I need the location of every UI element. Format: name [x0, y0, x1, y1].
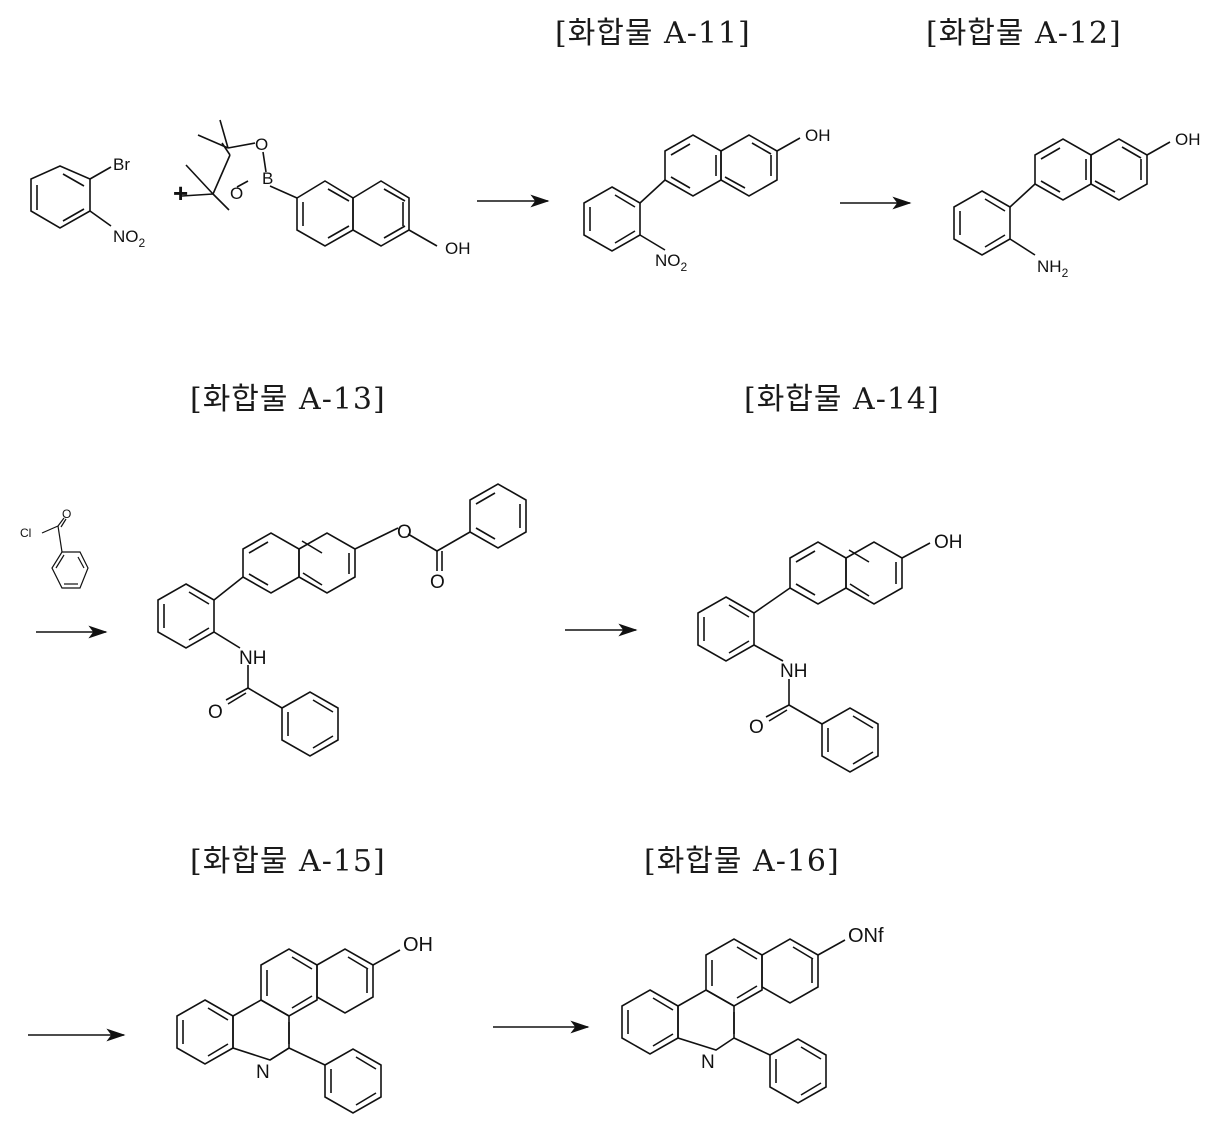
atom-n-a15: N	[256, 1062, 270, 1083]
compound-label-a12: [화합물 A-12]	[926, 16, 1122, 51]
compound-label-a14: [화합물 A-14]	[744, 382, 940, 417]
bromonitrobenzene-structure	[30, 165, 112, 229]
compound-a11-structure	[583, 134, 801, 252]
atom-n-a16: N	[701, 1052, 715, 1073]
atom-oh-a14: OH	[934, 532, 963, 553]
compound-label-a15: [화합물 A-15]	[190, 844, 386, 879]
compound-a12-structure	[953, 138, 1171, 256]
compound-a16-structure	[621, 938, 846, 1104]
benzoyl-chloride-structure	[41, 517, 89, 589]
atom-o-carbonyl-a13: O	[430, 572, 445, 593]
atom-o-2: O	[230, 184, 243, 203]
atom-oh-a12: OH	[1175, 130, 1201, 149]
compound-a13-structure	[157, 483, 527, 757]
atom-o-ester: O	[397, 522, 412, 543]
atom-nh2-a12: NH2	[1037, 257, 1069, 280]
atom-oh-reactant: OH	[445, 239, 471, 258]
naphthol-boronate-structure	[181, 119, 438, 247]
compound-a15-structure	[176, 948, 401, 1114]
plus-sign: +	[173, 178, 188, 208]
compound-label-a16: [화합물 A-16]	[644, 844, 840, 879]
atom-o-amide-a14: O	[749, 717, 764, 738]
atom-oh-a15: OH	[403, 934, 433, 956]
atom-o-benzoyl: O	[62, 507, 71, 521]
atom-no2-a: NO2	[113, 227, 146, 250]
atom-o-1: O	[255, 135, 268, 154]
atom-nh-a14: NH	[780, 661, 807, 682]
atom-cl: Cl	[20, 526, 31, 540]
atom-b: B	[262, 169, 273, 188]
atom-onf-a16: ONf	[848, 925, 884, 947]
atom-o-amide-a13: O	[208, 702, 223, 723]
atom-br: Br	[113, 155, 130, 174]
atom-oh-a11: OH	[805, 126, 831, 145]
compound-a14-structure	[697, 541, 931, 773]
atom-no2-a11: NO2	[655, 251, 688, 274]
compound-label-a11: [화합물 A-11]	[555, 16, 751, 51]
atom-nh-a13: NH	[239, 648, 266, 669]
compound-label-a13: [화합물 A-13]	[190, 382, 386, 417]
